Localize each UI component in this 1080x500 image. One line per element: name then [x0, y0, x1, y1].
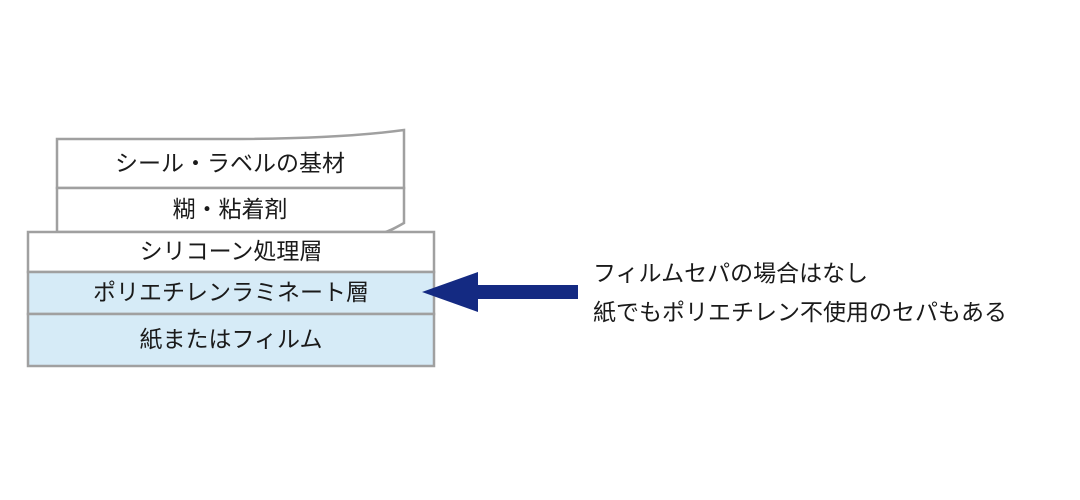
annotation-note: フィルムセパの場合はなし 紙でもポリエチレン不使用のセパもある: [593, 261, 1007, 326]
silicone-layer-label: シリコーン処理層: [140, 239, 323, 265]
paper-film-layer-label: 紙またはフィルム: [139, 327, 322, 353]
polyethylene-layer-label: ポリエチレンラミネート層: [93, 280, 369, 306]
silicone-layer-shape: [26, 230, 436, 274]
peeled-label-stack: シール・ラベルの基材 糊・粘着剤: [55, 128, 406, 234]
paper-film-layer-shape: [26, 312, 436, 368]
note-line-1: フィルムセパの場合はなし: [593, 261, 868, 287]
adhesive-layer-label: 糊・粘着剤: [173, 197, 288, 223]
pointer-arrow-icon: [422, 272, 578, 312]
release-liner-stack: シリコーン処理層 ポリエチレンラミネート層 紙またはフィルム: [26, 230, 436, 368]
label-base-layer-shape: [55, 128, 406, 190]
label-base-layer-label: シール・ラベルの基材: [115, 151, 345, 177]
note-line-2: 紙でもポリエチレン不使用のセパもある: [593, 300, 1007, 326]
